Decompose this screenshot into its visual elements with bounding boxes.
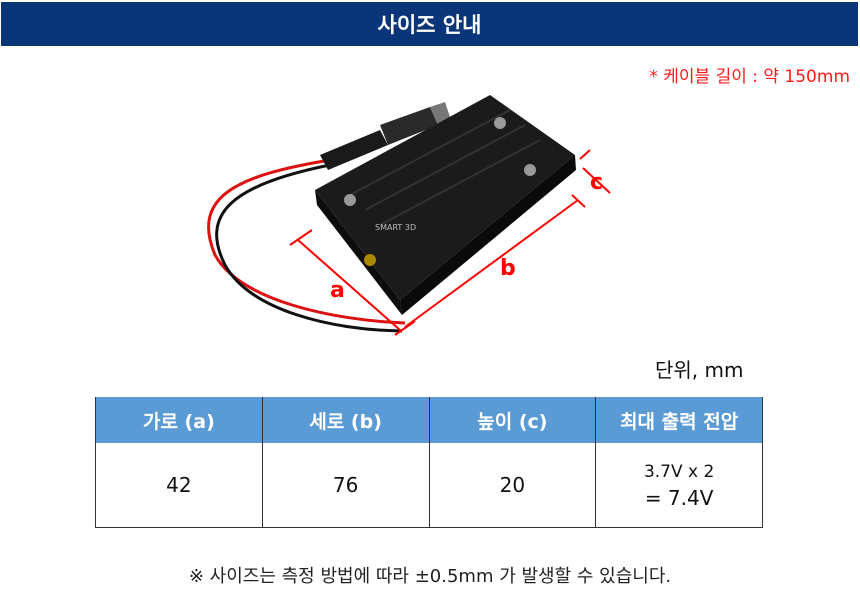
red-wire [207, 158, 406, 325]
dimension-c: c [590, 170, 603, 195]
table-row: 42 76 20 3.7V x 2 = 7.4V [95, 443, 763, 528]
watermark: SMART 3D [375, 223, 416, 232]
battery-holder [315, 95, 576, 315]
black-wire [215, 163, 403, 333]
header-height: 높이 (c) [428, 397, 597, 443]
section-title: 사이즈 안내 [377, 13, 482, 37]
product-photo: SMART 3D a b c [207, 95, 611, 336]
section-header: 사이즈 안내 [1, 2, 858, 46]
header-length: 세로 (b) [261, 397, 430, 443]
header-voltage: 최대 출력 전압 [595, 397, 763, 443]
voltage-line2: = 7.4V [644, 486, 714, 510]
header-width: 가로 (a) [95, 397, 263, 443]
table-header-row: 가로 (a) 세로 (b) 높이 (c) 최대 출력 전압 [95, 397, 763, 443]
cable-length-note: * 케이블 길이 : 약 150mm [649, 67, 850, 87]
tolerance-footnote: ※ 사이즈는 측정 방법에 따라 ±0.5mm 가 발생할 수 있습니다. [188, 566, 672, 587]
cell-voltage: 3.7V x 2 = 7.4V [595, 443, 763, 528]
cell-height: 20 [428, 443, 597, 528]
voltage-line1: 3.7V x 2 [643, 462, 715, 482]
cell-width: 42 [95, 443, 263, 528]
dc-plug [320, 102, 450, 170]
spec-table: 가로 (a) 세로 (b) 높이 (c) 최대 출력 전압 42 76 20 3… [95, 397, 763, 528]
dimension-a: a [330, 278, 345, 303]
unit-label: 단위, mm [655, 358, 744, 382]
cell-length: 76 [261, 443, 430, 528]
dimension-lines [289, 149, 611, 336]
dimension-b: b [500, 256, 516, 281]
